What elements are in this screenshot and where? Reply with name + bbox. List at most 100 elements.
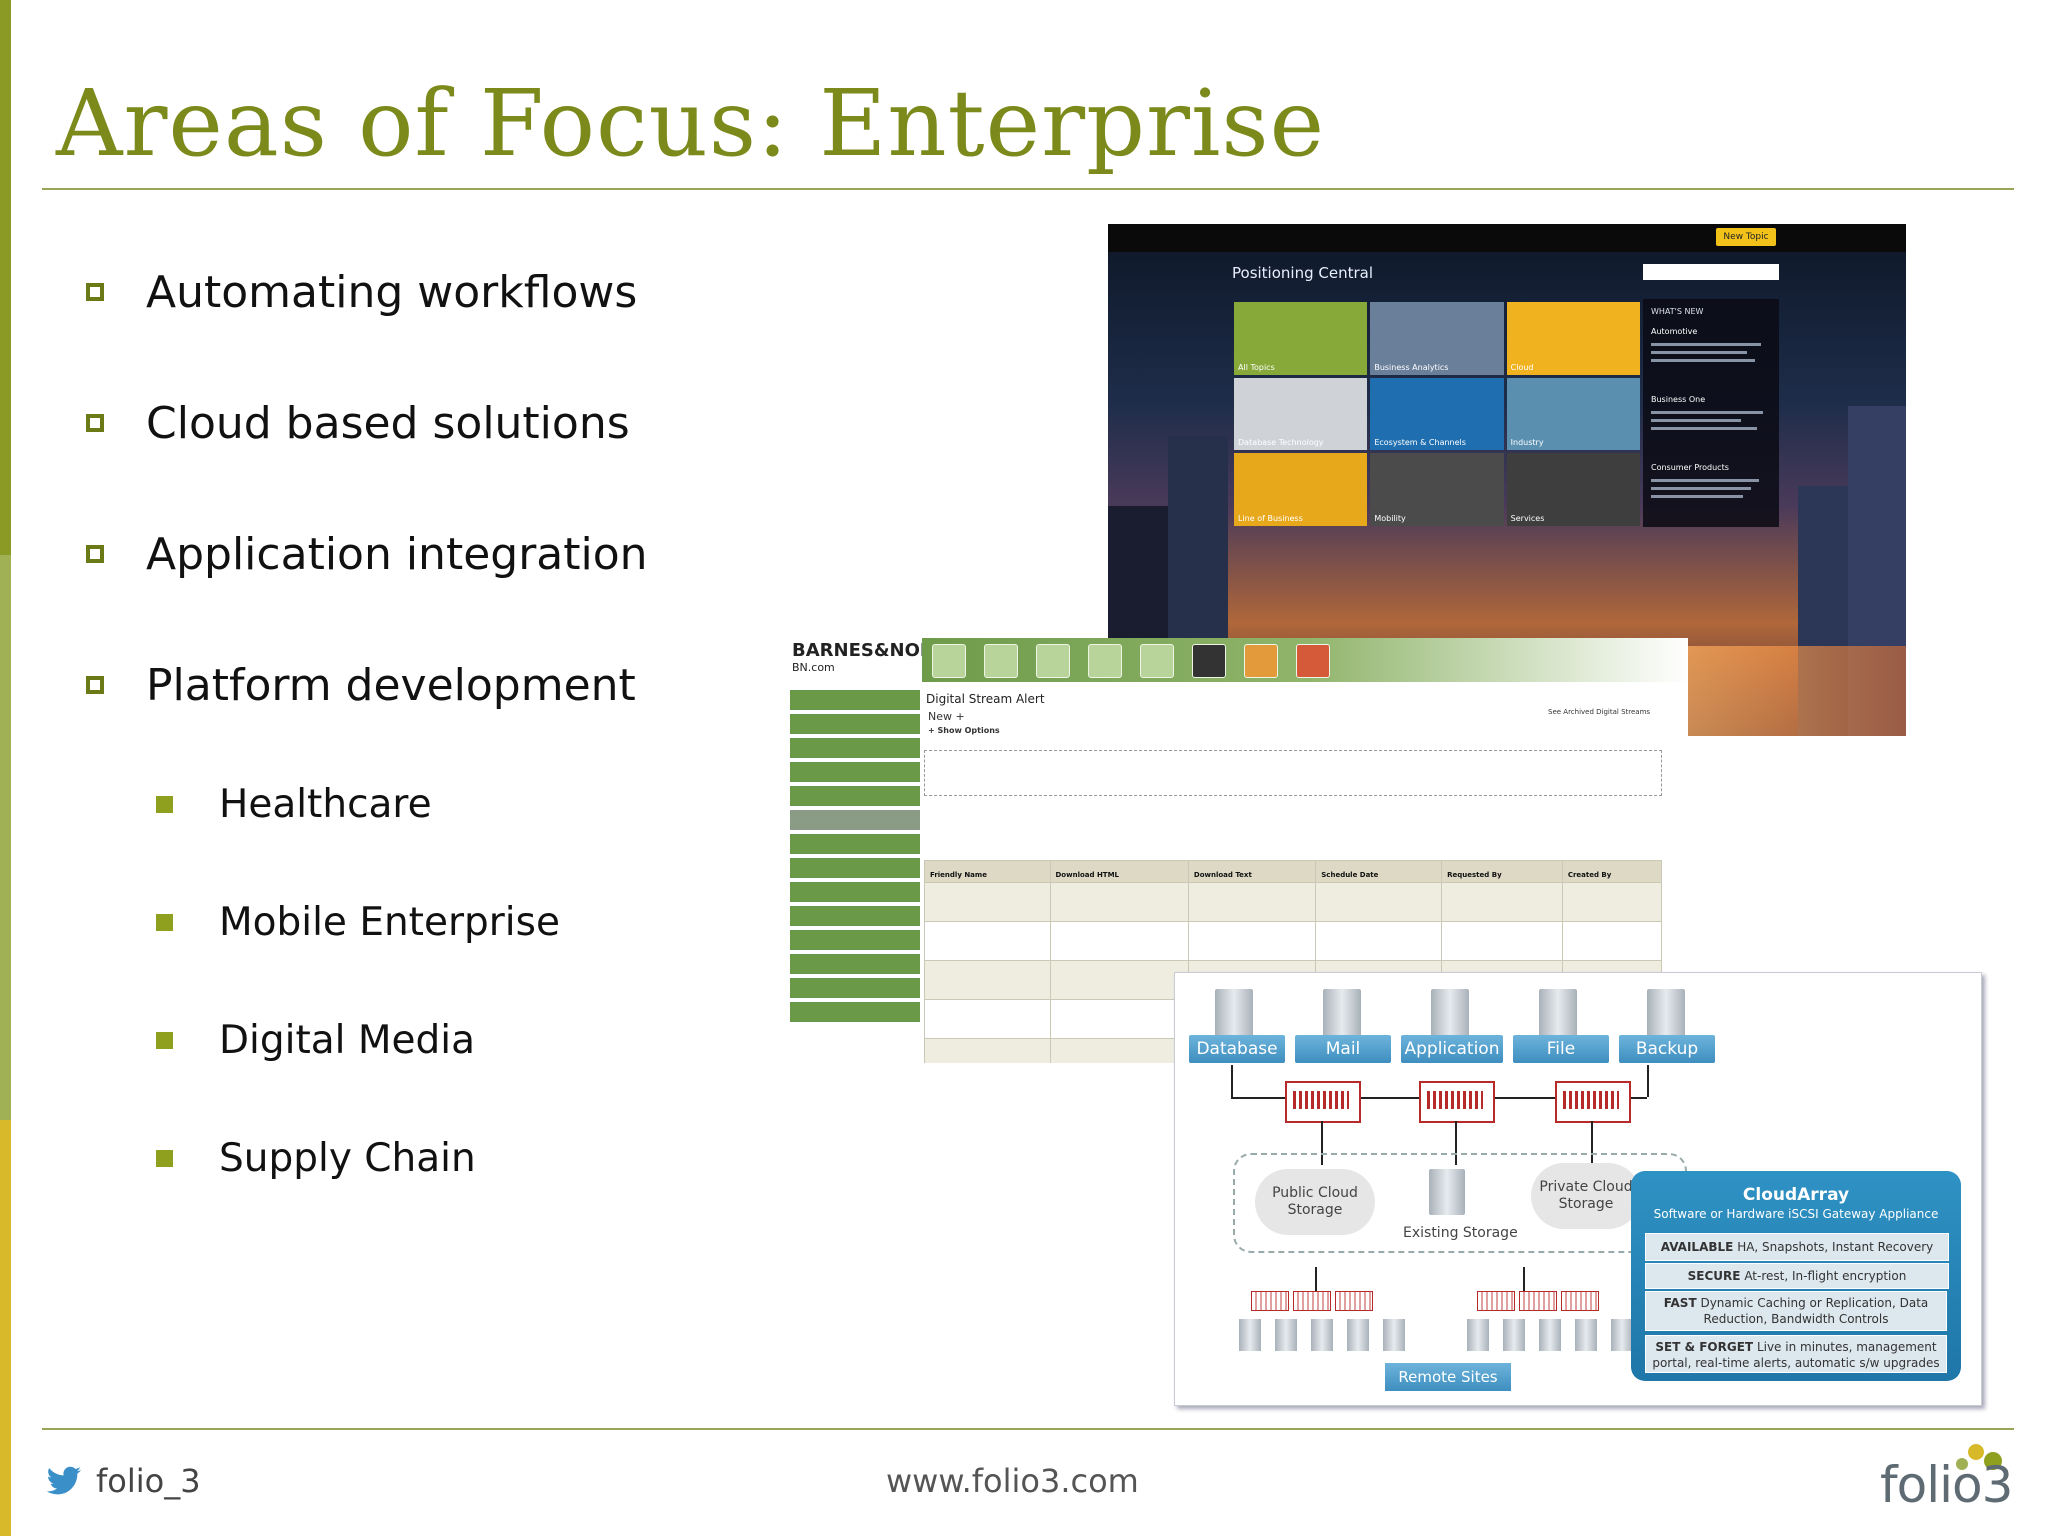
topic-tile[interactable]: Mobility xyxy=(1370,453,1504,526)
application-server-icon xyxy=(1431,989,1469,1039)
cloudarray-panel: CloudArray Software or Hardware iSCSI Ga… xyxy=(1631,1171,1961,1381)
image-icon[interactable] xyxy=(984,644,1018,678)
twitter-handle: folio_3 xyxy=(96,1462,201,1500)
topic-tile[interactable]: Business Analytics xyxy=(1370,302,1504,375)
bullet-item: Automating workflows xyxy=(86,262,637,322)
table-row[interactable] xyxy=(924,921,1663,961)
cloudarray-title: CloudArray xyxy=(1742,1185,1850,1205)
footer-divider xyxy=(42,1428,2014,1430)
archived-streams-link[interactable]: See Archived Digital Streams xyxy=(1548,708,1651,716)
left-accent-bar-bottom xyxy=(0,1120,11,1536)
new-topic-button[interactable]: New Topic xyxy=(1716,228,1776,246)
file-server-icon xyxy=(1539,989,1577,1039)
topic-tile[interactable]: Ecosystem & Channels xyxy=(1370,377,1504,451)
tpl-icon[interactable] xyxy=(1140,644,1174,678)
sub-bullet-text: Digital Media xyxy=(219,1017,476,1063)
cloudarray-diagram: Database Mail Application File Backup Pu… xyxy=(1174,972,1982,1406)
sidebar-item[interactable] xyxy=(790,930,920,950)
table-row[interactable] xyxy=(924,882,1663,922)
news-title: Consumer Products xyxy=(1651,463,1729,472)
topic-grid: All Topics Business Analytics Cloud Data… xyxy=(1234,302,1640,526)
bullet-square-icon xyxy=(86,283,104,301)
sub-bullet-text: Mobile Enterprise xyxy=(219,899,560,945)
sidebar-item[interactable] xyxy=(790,954,920,974)
bullet-text: Application integration xyxy=(146,528,648,580)
column-header: Friendly Name xyxy=(924,860,1051,883)
sub-bullet-item: Mobile Enterprise xyxy=(156,894,560,950)
sidebar-item[interactable] xyxy=(790,810,920,830)
news-title: Automotive xyxy=(1651,327,1698,336)
screen-heading: Positioning Central xyxy=(1232,264,1373,282)
twinstrata-logo xyxy=(1419,1081,1495,1123)
public-cloud-icon: Public Cloud Storage xyxy=(1255,1169,1375,1235)
topic-tile[interactable]: Line of Business xyxy=(1234,453,1368,526)
backup-server-icon xyxy=(1647,989,1685,1039)
promo-icon[interactable] xyxy=(1036,644,1070,678)
calendar-icon[interactable] xyxy=(932,644,966,678)
topic-tile[interactable]: All Topics xyxy=(1234,302,1368,375)
sidebar-item[interactable] xyxy=(790,762,920,782)
sub-bullet-item: Digital Media xyxy=(156,1012,475,1068)
twinstrata-mini-logo xyxy=(1251,1291,1289,1311)
remote-server-icon xyxy=(1611,1319,1633,1351)
topic-tile[interactable]: Cloud xyxy=(1506,302,1640,375)
drop-zone xyxy=(924,750,1662,796)
sub-bullet-square-icon xyxy=(156,913,173,931)
sidebar-item[interactable] xyxy=(790,978,920,998)
bullet-square-icon xyxy=(86,676,104,694)
topic-tile[interactable]: Database Technology xyxy=(1234,377,1368,451)
show-options-link[interactable]: + Show Options xyxy=(928,726,1000,735)
search-input[interactable] xyxy=(1643,264,1779,280)
new-button[interactable]: New + xyxy=(928,710,965,723)
remote-server-icon xyxy=(1467,1319,1489,1351)
sidebar-item[interactable] xyxy=(790,906,920,926)
printer-icon[interactable] xyxy=(1192,644,1226,678)
feature-row: SECURE At-rest, In-flight encryption xyxy=(1645,1263,1949,1289)
sidebar-item[interactable] xyxy=(790,858,920,878)
topic-tile[interactable]: Industry xyxy=(1506,377,1640,451)
bullet-item: Cloud based solutions xyxy=(86,393,630,453)
sidebar-item[interactable] xyxy=(790,738,920,758)
sub-bullet-item: Healthcare xyxy=(156,776,432,832)
server-label: Mail xyxy=(1295,1035,1391,1063)
column-header: Requested By xyxy=(1441,860,1563,883)
sidebar-item[interactable] xyxy=(790,1002,920,1022)
remote-server-icon xyxy=(1383,1319,1405,1351)
table-header-row: Friendly Name Download HTML Download Tex… xyxy=(924,860,1663,883)
pos-icon[interactable] xyxy=(1088,644,1122,678)
sidebar-item[interactable] xyxy=(790,714,920,734)
column-header: Download HTML xyxy=(1049,860,1189,883)
mail-server-icon xyxy=(1323,989,1361,1039)
bullet-square-icon xyxy=(86,545,104,563)
twitter-bird-icon xyxy=(46,1466,81,1495)
remote-server-icon xyxy=(1275,1319,1297,1351)
bullet-text: Automating workflows xyxy=(146,266,638,318)
twitter-link[interactable]: folio_3 xyxy=(46,1462,201,1500)
remote-server-icon xyxy=(1239,1319,1261,1351)
toolbar xyxy=(922,638,1688,682)
twinstrata-mini-logo xyxy=(1335,1291,1373,1311)
logo-wordmark: folio3 xyxy=(1880,1456,2013,1514)
feature-row: SET & FORGET Live in minutes, management… xyxy=(1645,1335,1947,1373)
top-nav-bar: New Topic xyxy=(1108,224,1906,252)
sidebar-item[interactable] xyxy=(790,882,920,902)
package-icon[interactable] xyxy=(1296,644,1330,678)
cloudarray-subtitle: Software or Hardware iSCSI Gateway Appli… xyxy=(1653,1207,1939,1221)
left-accent-bar-top xyxy=(0,0,11,555)
remote-server-icon xyxy=(1539,1319,1561,1351)
website-link[interactable]: www.folio3.com xyxy=(886,1462,1139,1500)
private-cloud-icon: Private Cloud Storage xyxy=(1531,1163,1641,1229)
sub-bullet-square-icon xyxy=(156,795,173,813)
sub-bullet-square-icon xyxy=(156,1149,173,1167)
title-divider xyxy=(42,188,2014,190)
sidebar-item[interactable] xyxy=(790,786,920,806)
remote-sites-label: Remote Sites xyxy=(1385,1363,1511,1391)
sub-bullet-text: Supply Chain xyxy=(219,1135,476,1181)
topic-tile[interactable]: Services xyxy=(1506,453,1640,526)
tools-icon[interactable] xyxy=(1244,644,1278,678)
sidebar-item[interactable] xyxy=(790,690,920,710)
column-header: Download Text xyxy=(1187,860,1317,883)
bullet-text: Cloud based solutions xyxy=(146,397,630,449)
sidebar-item[interactable] xyxy=(790,834,920,854)
